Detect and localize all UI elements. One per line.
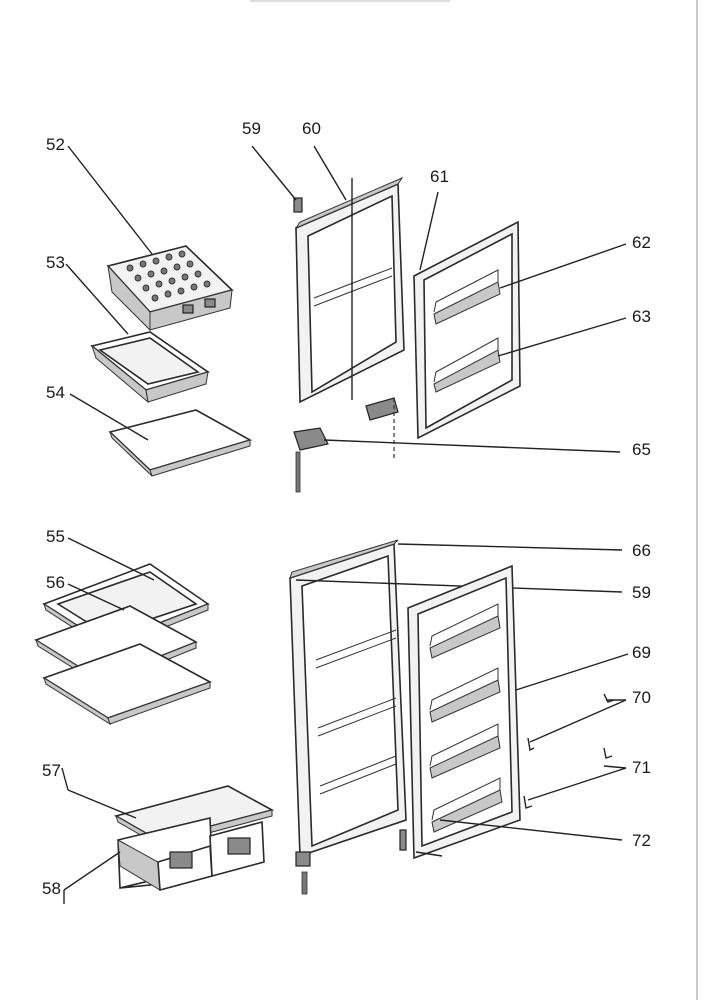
leader-line-72 [439,819,623,841]
callout-61: 61 [430,167,449,186]
leader-line-71 [527,767,627,801]
callout-59-bottom: 59 [632,583,651,602]
freezer-hinge [293,397,399,493]
callout-66: 66 [632,541,651,560]
callout-54: 54 [46,383,65,402]
callout-63: 63 [632,307,651,326]
callout-70: 70 [632,688,651,707]
leader-line-58 [63,851,121,891]
callout-58: 58 [42,879,61,898]
leader-line-55 [67,537,155,581]
fridge-door-panel [399,564,521,860]
leader-line-69 [515,653,629,691]
fridge-door [289,539,407,895]
callout-55: 55 [46,527,65,546]
leader-line-71b [603,765,627,769]
leader-line-61 [419,191,439,271]
callout-69: 69 [632,643,651,662]
leader-line-60 [313,145,347,201]
ice-tray [106,245,234,332]
leader-line-56 [67,583,125,611]
leader-line-59-top [251,145,297,201]
leader-line-59-bottom [295,579,623,593]
ice-tray-holder [90,331,210,404]
leader-line-52 [67,145,153,255]
callout-72: 72 [632,831,651,850]
small-parts [523,693,615,809]
freezer-door [293,176,405,404]
callout-62: 62 [632,233,651,252]
leader-line-57 [67,789,137,819]
crisper-drawers [117,816,265,892]
callout-52: 52 [46,135,65,154]
leader-line-53 [65,263,129,335]
leader-line-70 [529,699,627,743]
callout-53: 53 [46,253,65,272]
callout-65: 65 [632,440,651,459]
leader-line-62 [499,243,627,289]
freezer-door-panel [413,220,521,440]
hinge-bottom [295,851,311,867]
hinge-pin-top [293,197,303,213]
callout-60: 60 [302,119,321,138]
flap-cover [108,409,253,477]
leader-line-57a [61,767,69,791]
leader-line-54 [69,393,149,441]
callout-57: 57 [42,761,61,780]
callout-56: 56 [46,573,65,592]
callout-71: 71 [632,758,651,777]
callout-59-top: 59 [242,119,261,138]
leader-line-65 [323,439,621,453]
glass-shelves [34,563,212,726]
leader-line-66 [397,543,623,551]
leader-line-63 [497,317,627,357]
